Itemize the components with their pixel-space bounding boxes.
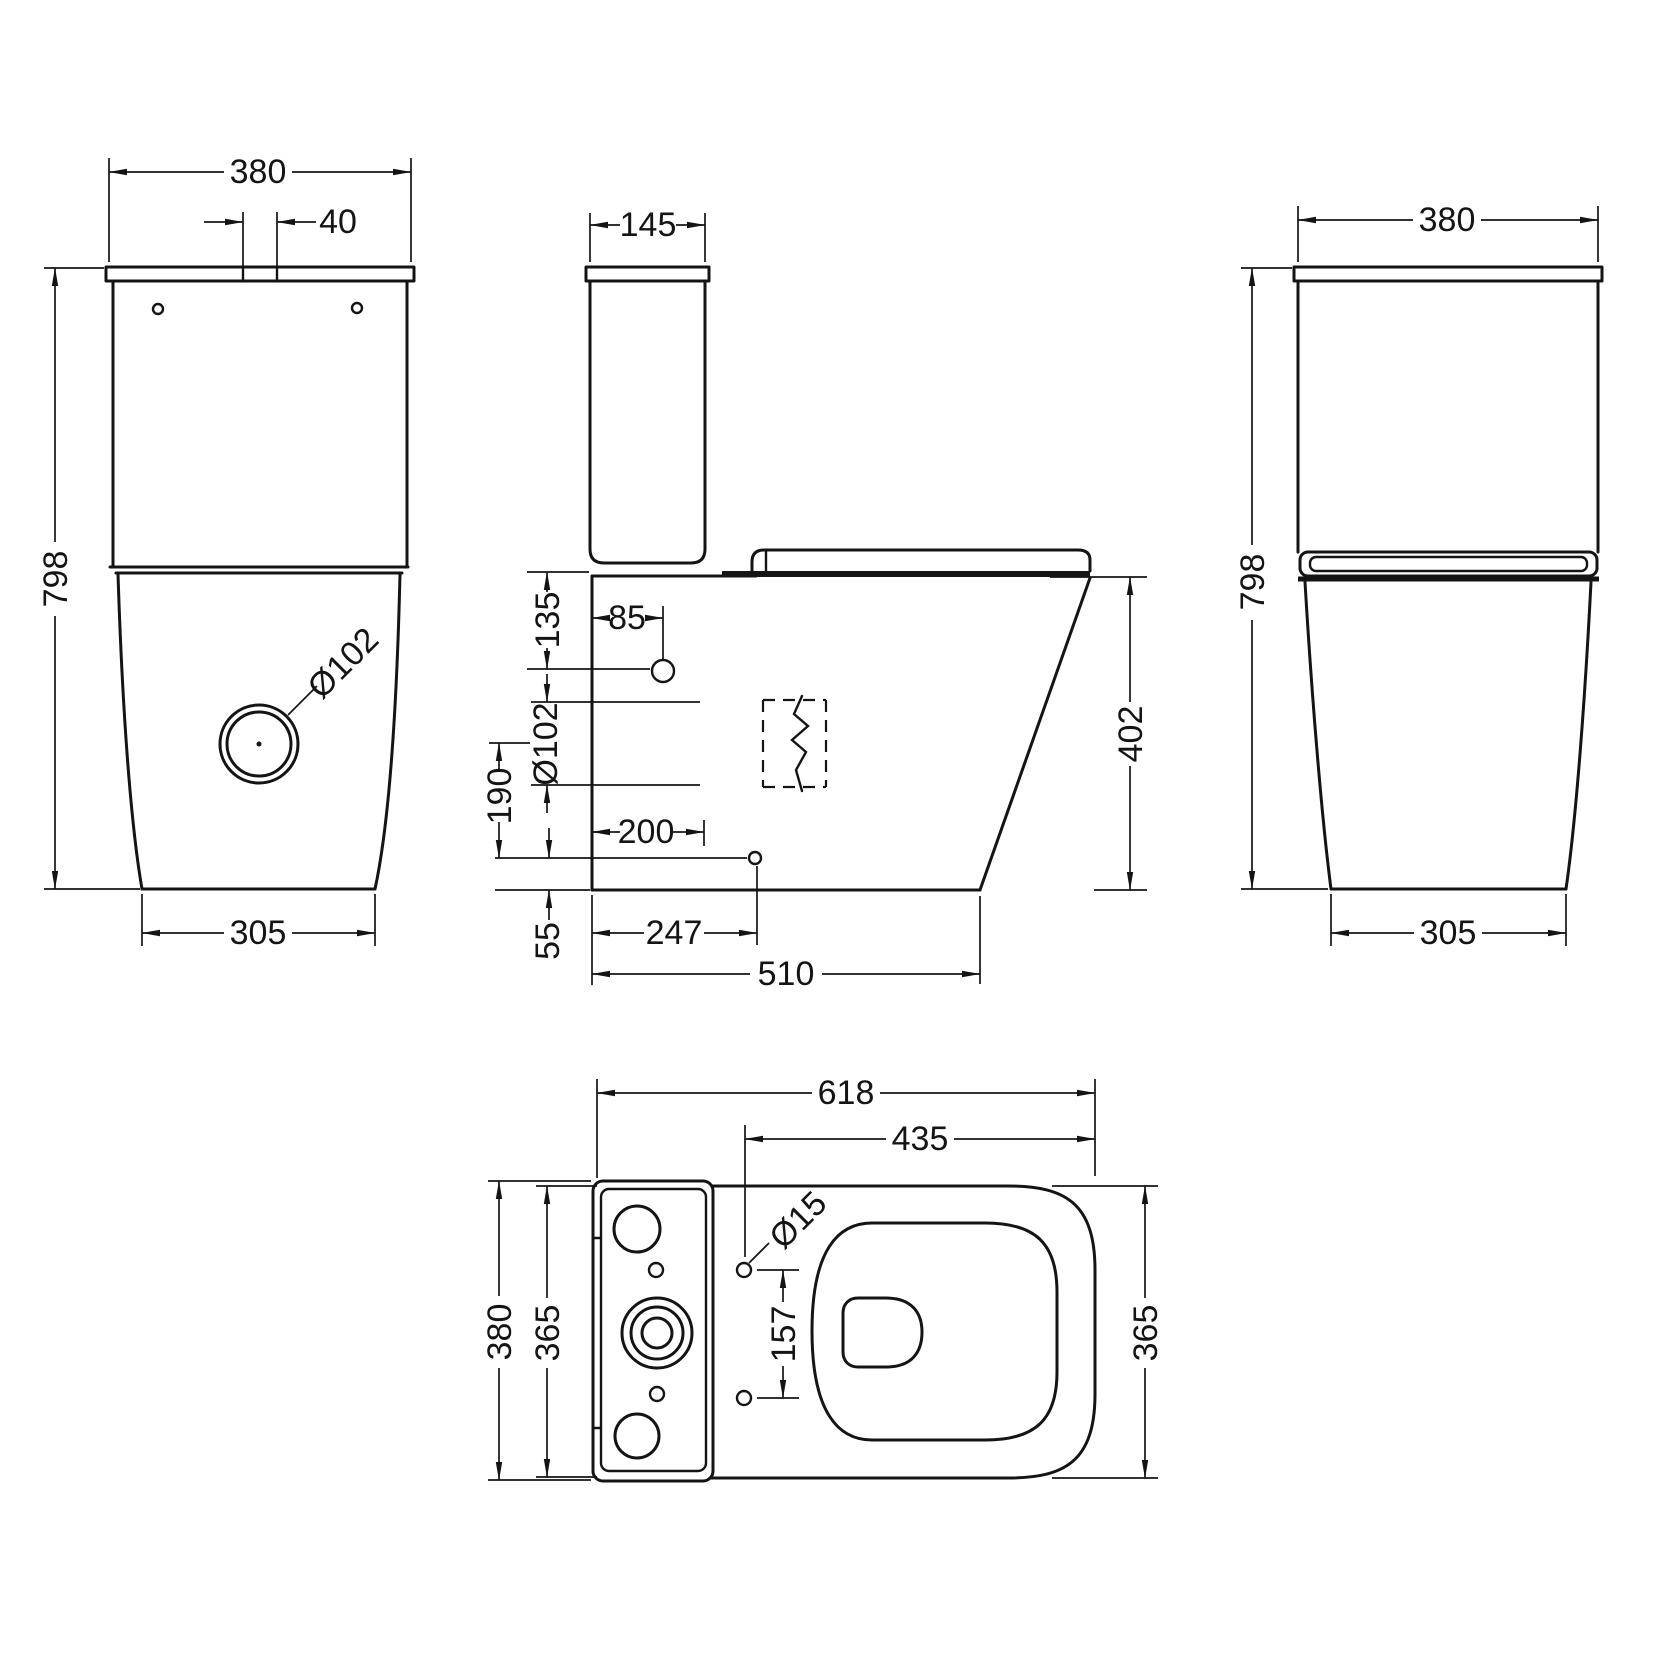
plan-bowl-sump <box>841 1296 924 1369</box>
front-pan-side-right <box>373 572 402 891</box>
front-cistern-lid <box>104 265 416 283</box>
dim-label-plan-seat-length: 435 <box>892 1120 949 1158</box>
side-seat-top <box>750 548 1092 573</box>
side-pan-front-slant <box>978 576 1092 892</box>
dim-label-side-depth: 145 <box>620 206 677 244</box>
front-cistern-hole-right <box>350 301 364 315</box>
rear-seat-outer <box>1298 550 1599 578</box>
front-outlet-center <box>256 741 262 747</box>
plan-seat-hole-bottom <box>735 1389 753 1407</box>
dim-label-side-outlet-height: 190 <box>481 768 519 825</box>
plan-cistern-outer <box>591 1179 715 1483</box>
dim-label-front-width: 380 <box>230 153 287 191</box>
plan-cistern-inner <box>599 1187 708 1473</box>
dim-label-side-fixing-height: 55 <box>529 922 567 960</box>
plan-flush-valve-mid <box>629 1305 685 1361</box>
side-fixing-hole <box>747 850 763 866</box>
dim-label-plan-bowl-width: 365 <box>529 1305 567 1362</box>
dim-label-front-base-width: 305 <box>230 914 287 952</box>
dim-label-rear-width: 380 <box>1419 201 1476 239</box>
front-pan-side-left <box>116 572 144 891</box>
dim-label-side-fixing-setout: 247 <box>646 914 703 952</box>
dim-label-side-base-depth: 510 <box>758 955 815 993</box>
dim-label-front-height: 798 <box>37 551 75 608</box>
plan-small-hole-top <box>647 1261 665 1279</box>
dim-label-plan-seat-hole-pitch: 157 <box>765 1306 803 1363</box>
front-cistern-hole-left <box>151 302 165 316</box>
rear-cistern-lid <box>1292 265 1604 283</box>
dim-label-rear-base-width: 305 <box>1420 914 1477 952</box>
dim-label-rear-height: 798 <box>1234 554 1272 611</box>
dim-label-front-flush-gap: 40 <box>319 203 357 241</box>
side-inlet-hole <box>650 658 676 684</box>
rear-seat-inner <box>1308 555 1589 573</box>
side-cistern-body <box>588 279 707 565</box>
rear-pan-side-right <box>1564 580 1593 891</box>
front-outlet-leader <box>287 685 318 716</box>
dim-label-side-rim-height: 402 <box>1112 706 1150 763</box>
plan-flush-valve-inner <box>640 1316 674 1350</box>
side-pipe-break-symbol <box>790 694 810 793</box>
rear-pan-side-left <box>1303 580 1333 891</box>
dim-label-side-inlet-offset: 85 <box>608 599 646 637</box>
dim-label-plan-length: 618 <box>818 1074 875 1112</box>
plan-view: Ø15 618 435 157 380 365 3 <box>481 1074 1165 1483</box>
plan-bowl-rim <box>810 1221 1059 1442</box>
dim-label-plan-seat-width: 365 <box>1127 1305 1165 1362</box>
plan-flush-valve-outer <box>620 1296 694 1370</box>
plan-inlet-boss-bottom <box>613 1412 661 1460</box>
side-cistern-lid <box>584 265 711 283</box>
side-view: 145 135 85 Ø102 190 55 200 <box>481 206 1150 993</box>
rear-view: 380 798 305 <box>1234 201 1604 952</box>
plan-small-hole-bottom <box>648 1385 666 1403</box>
front-view: Ø102 380 40 798 305 <box>37 153 416 952</box>
dim-label-side-outlet-setout: 200 <box>618 813 675 851</box>
dim-label-front-outlet-dia: Ø102 <box>300 620 386 706</box>
plan-seat-hole-leader <box>748 1242 770 1264</box>
front-outlet-outer <box>218 703 300 785</box>
plan-inlet-boss-top <box>612 1204 662 1254</box>
dim-label-plan-cistern-width: 380 <box>481 1304 519 1361</box>
dim-label-side-outlet-dia: Ø102 <box>527 702 565 785</box>
front-outlet-inner <box>225 710 293 778</box>
plan-seat-hole-top <box>735 1261 753 1279</box>
dim-label-side-rim-to-inlet: 135 <box>529 592 567 649</box>
